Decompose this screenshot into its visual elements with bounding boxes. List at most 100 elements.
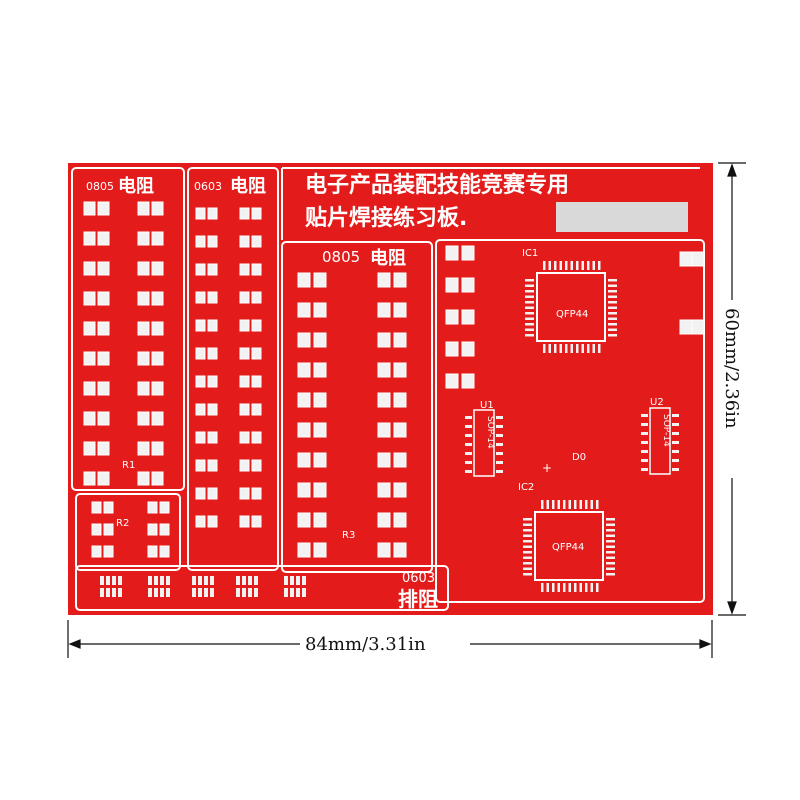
label-plus: + (542, 461, 552, 475)
pad-0805-left (83, 291, 110, 306)
label-plate (556, 202, 688, 232)
pad-0805-mid (297, 482, 327, 498)
pad-0603 (239, 431, 262, 444)
pad-0805-mid (297, 302, 327, 318)
pad-0805-mid (377, 512, 407, 528)
pad-diode (679, 319, 705, 335)
label-d0: D0 (572, 452, 586, 463)
pad-0805-mid (297, 512, 327, 528)
pad-0603 (195, 459, 218, 472)
pad-0805-mid (297, 392, 327, 408)
silkscreen-outlines (71, 167, 705, 611)
pad-0805-left (83, 261, 110, 276)
pad-0805-left (137, 351, 164, 366)
pad-diode (445, 277, 475, 293)
pad-0805-left (83, 411, 110, 426)
pad-diode (679, 251, 705, 267)
resistor-pads (83, 201, 705, 597)
pad-small (91, 523, 114, 536)
pad-0805-mid (377, 422, 407, 438)
pad-0805-mid (377, 332, 407, 348)
qfp-ic1-package: QFP44 (556, 309, 588, 320)
pad-0805-left (83, 231, 110, 246)
pad-0603 (195, 291, 218, 304)
pad-0603 (239, 515, 262, 528)
pad-0805-left (83, 351, 110, 366)
pad-0603 (195, 347, 218, 360)
pad-0603 (239, 487, 262, 500)
pad-diode (445, 373, 475, 389)
pad-0805-mid (377, 302, 407, 318)
pad-0805-mid (377, 482, 407, 498)
pad-0805-mid (377, 362, 407, 378)
pad-0805-mid (297, 272, 327, 288)
pad-0603 (195, 487, 218, 500)
label-ic2: IC2 (518, 482, 534, 493)
label-0805-left: 0805 (86, 180, 114, 193)
pad-diode (445, 341, 475, 357)
sop-u1: SOP-14 (465, 409, 503, 477)
pad-0805-left (137, 411, 164, 426)
pad-0805-left (137, 381, 164, 396)
label-r1: R1 (122, 460, 135, 471)
pad-0603 (195, 319, 218, 332)
dimension-vertical (718, 162, 746, 616)
pad-0805-mid (297, 332, 327, 348)
pad-0603 (239, 207, 262, 220)
qfp-ic1-pins (525, 261, 617, 353)
pad-0805-mid (297, 452, 327, 468)
pad-0603 (239, 235, 262, 248)
pad-diode (445, 245, 475, 261)
pad-0603 (195, 431, 218, 444)
pad-0603 (239, 403, 262, 416)
pad-small (91, 545, 114, 558)
label-0603: 0603 (194, 180, 222, 193)
pad-network (236, 576, 258, 597)
pad-0805-left (137, 231, 164, 246)
board-title-line2: 贴片焊接练习板. (305, 205, 467, 231)
pad-0805-mid (297, 422, 327, 438)
pad-0603 (195, 515, 218, 528)
pad-small (147, 523, 170, 536)
pad-0805-left (83, 381, 110, 396)
qfp-ic1: QFP44 (525, 261, 617, 353)
qfp-ic2-package: QFP44 (552, 542, 584, 553)
pad-0805-left (137, 201, 164, 216)
pad-0805-mid (377, 452, 407, 468)
pad-0603 (195, 375, 218, 388)
pad-0603 (195, 235, 218, 248)
board-title-line1: 电子产品装配技能竞赛专用 (305, 172, 569, 198)
pad-0805-left (83, 471, 110, 486)
label-resistor-0603: 电阻 (230, 175, 266, 197)
label-u1: U1 (480, 400, 494, 411)
pad-network (100, 576, 122, 597)
pad-network (284, 576, 306, 597)
pad-0805-mid (297, 362, 327, 378)
pad-0805-left (137, 471, 164, 486)
label-0603-network: 0603 (402, 571, 435, 586)
pad-0603 (239, 263, 262, 276)
label-r2: R2 (116, 518, 129, 529)
pad-0603 (195, 263, 218, 276)
pad-0805-left (137, 291, 164, 306)
label-resistor-mid: 电阻 (370, 247, 406, 269)
label-ic1: IC1 (522, 248, 538, 259)
pad-0805-left (137, 321, 164, 336)
pad-0805-mid (377, 542, 407, 558)
pad-0603 (239, 459, 262, 472)
pad-0805-left (83, 201, 110, 216)
sop-u2: SOP-14 (641, 407, 679, 475)
qfp-ic2-pins (523, 500, 615, 592)
pad-0805-left (83, 441, 110, 456)
pad-0603 (239, 291, 262, 304)
height-dimension-label: 60mm/2.36in (721, 308, 742, 429)
pad-small (147, 545, 170, 558)
pad-network (192, 576, 214, 597)
pcb-board (68, 163, 713, 615)
pad-0805-left (137, 441, 164, 456)
qfp-ic2: QFP44 (523, 500, 615, 592)
width-dimension-label: 84mm/3.31in (305, 634, 426, 655)
sop-u1-package: SOP-14 (485, 416, 495, 449)
label-r3: R3 (342, 530, 355, 541)
